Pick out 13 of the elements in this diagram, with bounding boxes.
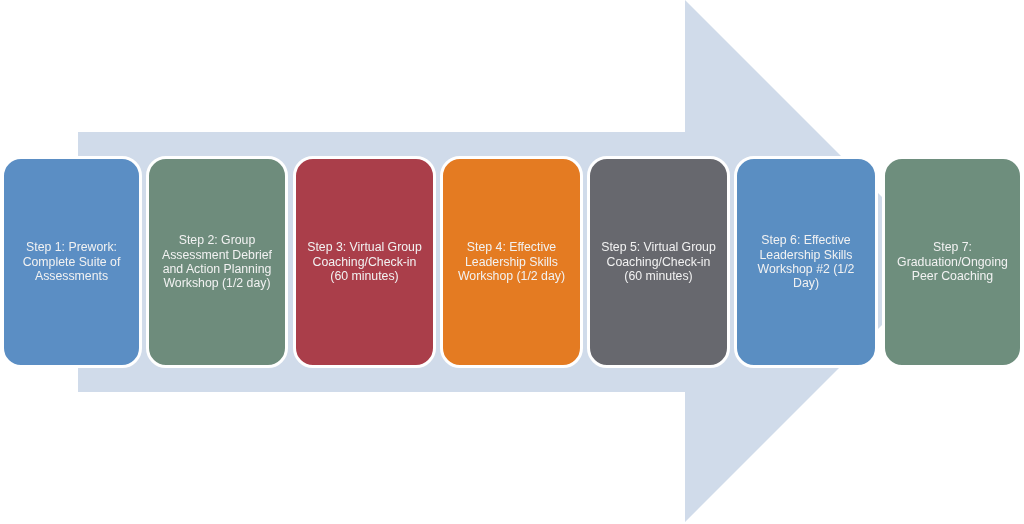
step-text: Step 2: Group Assessment Debrief and Action Planning Workshop (1/2 day) [161, 233, 273, 291]
step-text: Step 7: Graduation/Ongoing Peer Coaching [896, 240, 1009, 284]
step-text: Step 3: Virtual Group Coaching/Check-in (60 minutes) [306, 240, 423, 284]
step-box [293, 156, 436, 368]
step-text: Step 1: Prework: Complete Suite of Assessments [21, 240, 122, 284]
step-box [440, 156, 583, 368]
step-text: Step 4: Effective Leadership Skills Workshop (1/2 day) [456, 240, 567, 284]
step-text: Step 5: Virtual Group Coaching/Check-in (60 minutes) [600, 240, 717, 284]
step-box [1, 156, 142, 368]
step-text: Step 6: Effective Leadership Skills Workshop #2 (1/2 Day) [756, 233, 856, 291]
step-box [882, 156, 1023, 368]
step-box [146, 156, 288, 368]
step-box [587, 156, 730, 368]
